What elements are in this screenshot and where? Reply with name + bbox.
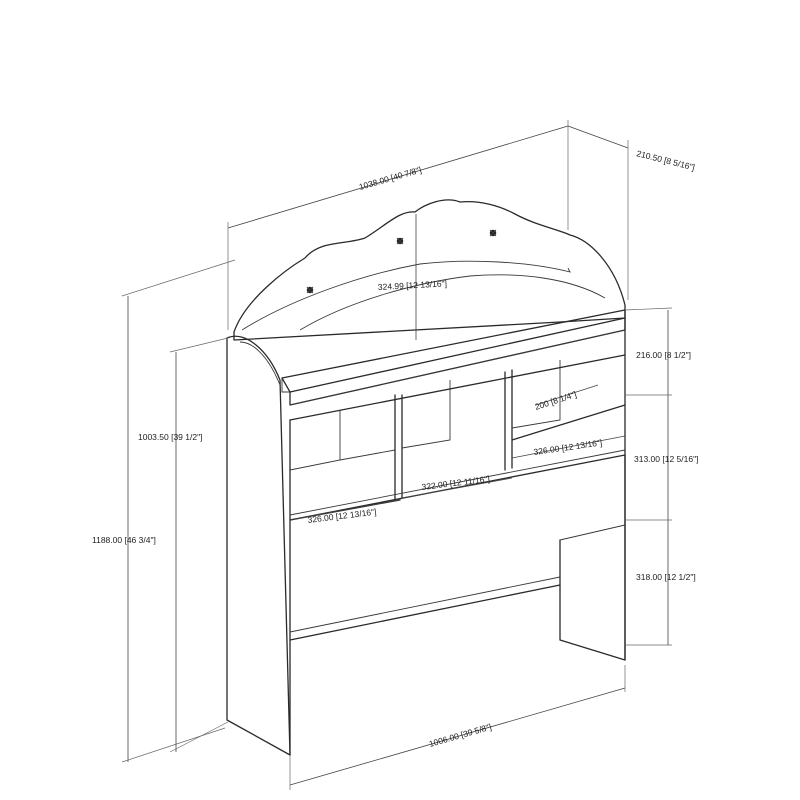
- depth-label: 210.50 [8 5/16"]: [636, 148, 696, 172]
- crown-inner-label: 324.99 [12 13/16"]: [378, 278, 448, 292]
- cubby-center-label: 322.00 [12 11/16"]: [421, 474, 490, 492]
- headboard-outline: [226, 199, 626, 756]
- bottom-section-label: 318.00 [12 1/2"]: [636, 572, 696, 582]
- top-section-label: 216.00 [8 1/2"]: [636, 350, 691, 360]
- middle-section-label: 313.00 [12 5/16"]: [634, 454, 698, 464]
- knob-icon: [489, 229, 497, 237]
- cubby-right-label: 326.00 [12 13/16"]: [533, 437, 603, 457]
- shelf-depth-label: 200 [8 1/4"]: [534, 389, 578, 412]
- side-height-label: 1003.50 [39 1/2"]: [138, 432, 202, 442]
- knob-icon: [306, 286, 314, 294]
- knob-icon: [396, 237, 404, 245]
- total-height-label: 1188.00 [46 3/4"]: [92, 535, 156, 545]
- top-width-label: 1038.00 [40 7/8"]: [358, 165, 423, 192]
- bottom-width-label: 1006.00 [39 5/8"]: [428, 722, 493, 749]
- dimension-lines: [121, 120, 673, 790]
